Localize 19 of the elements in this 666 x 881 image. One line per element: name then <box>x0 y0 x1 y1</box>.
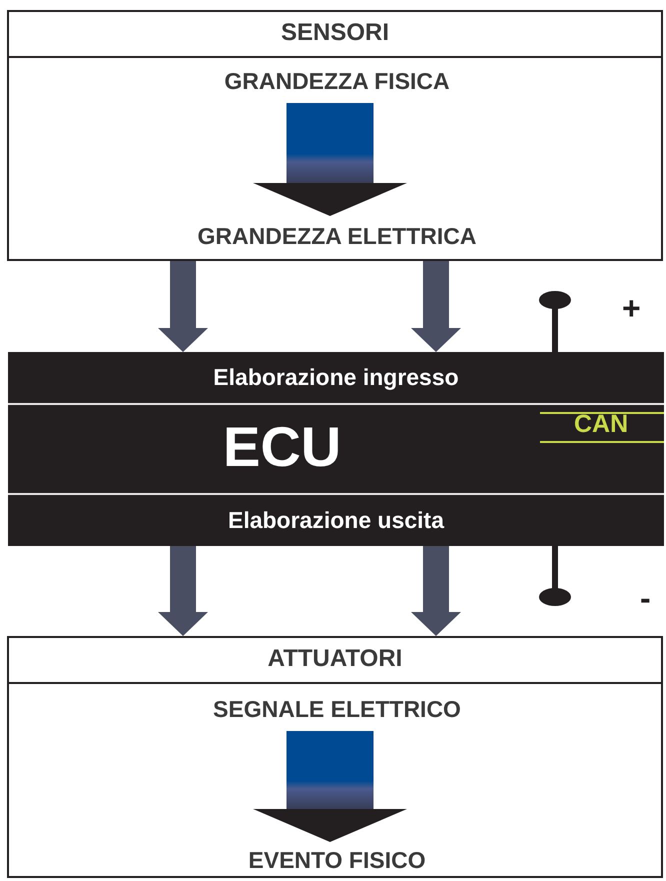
conversion-arrow <box>253 103 407 216</box>
quantity-label: SEGNALE ELETTRICO <box>149 690 525 728</box>
signal-arrow <box>411 546 461 636</box>
panel-heading: SENSORI <box>280 19 390 47</box>
quantity-label: GRANDEZZA FISICA <box>149 62 525 100</box>
signal-arrow <box>158 546 208 636</box>
bus-label: CAN <box>574 410 628 439</box>
panel-heading: ATTUATORI <box>266 645 404 673</box>
ecu-title: ECU <box>223 414 342 479</box>
ecu-block <box>8 352 664 546</box>
polarity-sign: - <box>640 580 651 617</box>
component-panel <box>7 10 663 261</box>
quantity-label: EVENTO FISICO <box>149 842 525 878</box>
conversion-arrow <box>253 731 407 842</box>
polarity-sign: + <box>622 290 641 327</box>
quantity-label: GRANDEZZA ELETTRICA <box>149 216 525 256</box>
signal-arrow <box>411 261 461 352</box>
component-panel <box>7 636 663 878</box>
signal-arrow <box>158 261 208 352</box>
